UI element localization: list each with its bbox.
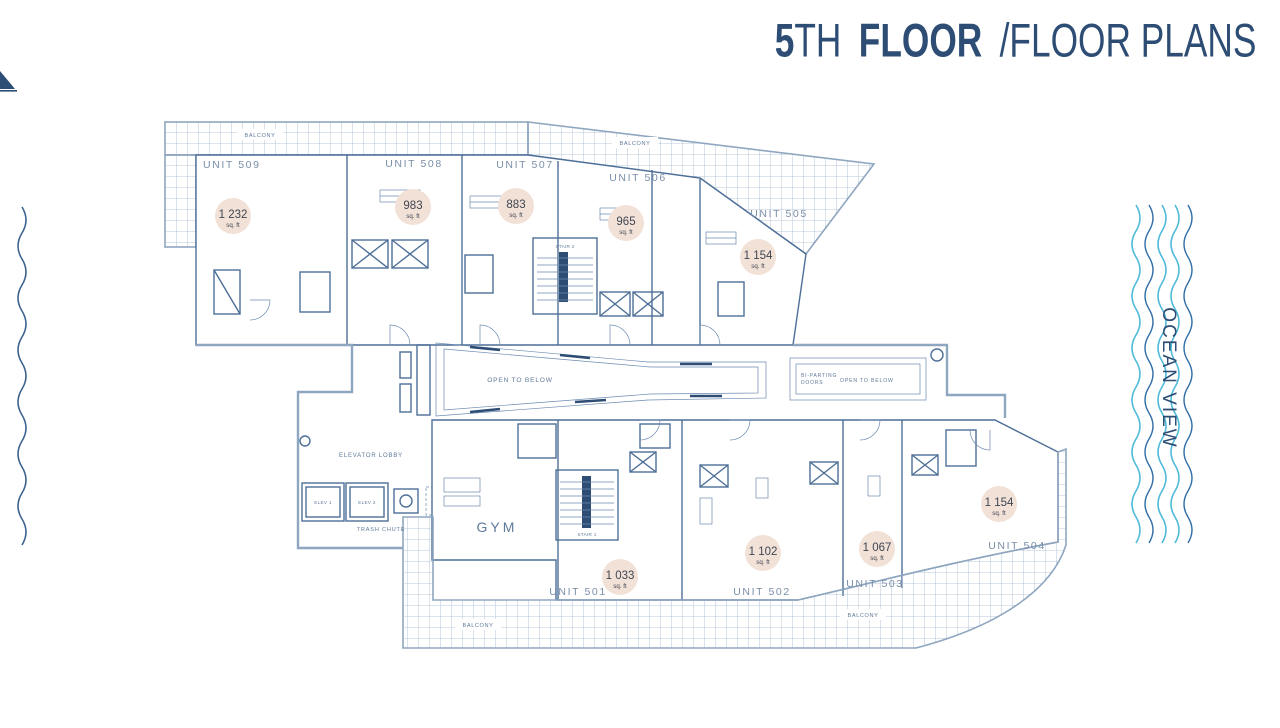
unit-501-sqft: sq. ft xyxy=(613,583,627,590)
lower-balcony xyxy=(402,447,1067,649)
unit-507-area: 883 xyxy=(506,199,525,211)
stair-1-label: STAIR 1 xyxy=(577,532,596,537)
unit-509-label: UNIT 509 xyxy=(203,159,261,171)
lower-wing xyxy=(431,419,1059,601)
unit-503-area: 1 067 xyxy=(863,542,892,554)
unit-508-sqft: sq. ft xyxy=(406,213,420,220)
bi-parting-label-line2: DOORS xyxy=(801,380,823,386)
page-title: 5TH FLOOR /FLOOR PLANS xyxy=(774,13,1256,67)
ocean-view-waves xyxy=(1131,204,1193,544)
balcony-label-top-left: BALCONY xyxy=(245,133,276,139)
unit-507-sqft: sq. ft xyxy=(509,212,523,219)
gym-label: GYM xyxy=(477,519,518,535)
unit-505-hotspot[interactable]: 1 154 sq. ft xyxy=(740,239,776,275)
unit-501-area: 1 033 xyxy=(606,570,635,582)
title-rest: /FLOOR PLANS xyxy=(999,13,1256,67)
left-wave-decor xyxy=(17,206,27,546)
unit-503-sqft: sq. ft xyxy=(870,555,884,562)
unit-501-hotspot[interactable]: 1 033 sq. ft xyxy=(602,559,638,595)
unit-502-sqft: sq. ft xyxy=(756,559,770,566)
open-to-below-small-label: OPEN TO BELOW xyxy=(840,378,894,384)
unit-509-hotspot[interactable]: 1 232 sq. ft xyxy=(215,198,251,234)
unit-505-sqft: sq. ft xyxy=(751,263,765,270)
open-to-below-label: OPEN TO BELOW xyxy=(487,377,552,384)
unit-507-label: UNIT 507 xyxy=(496,159,554,171)
trash-chute-label: TRASH CHUTE xyxy=(357,527,406,533)
unit-502-area: 1 102 xyxy=(749,546,778,558)
unit-506-hotspot[interactable]: 965 sq. ft xyxy=(608,205,644,241)
unit-508-label: UNIT 508 xyxy=(385,158,443,170)
unit-505-label: UNIT 505 xyxy=(750,208,808,220)
unit-509-area: 1 232 xyxy=(219,209,248,221)
unit-505-area: 1 154 xyxy=(744,250,773,262)
unit-504-sqft: sq. ft xyxy=(992,510,1006,517)
stair-2-label: STAIR 2 xyxy=(555,244,574,249)
elev-2-label: ELEV 2 xyxy=(358,500,376,505)
unit-507-hotspot[interactable]: 883 sq. ft xyxy=(498,188,534,224)
core-labels: OPEN TO BELOW BI-PARTING DOORS OPEN TO B… xyxy=(314,244,893,537)
unit-504-hotspot[interactable]: 1 154 sq. ft xyxy=(981,486,1017,522)
unit-506-sqft: sq. ft xyxy=(619,229,633,236)
unit-503-hotspot[interactable]: 1 067 sq. ft xyxy=(859,531,895,567)
balcony-label-bottom-center: BALCONY xyxy=(463,623,494,629)
elev-1-label: ELEV 1 xyxy=(314,500,332,505)
unit-501-label: UNIT 501 xyxy=(549,586,607,598)
unit-508-hotspot[interactable]: 983 sq. ft xyxy=(395,189,431,225)
ocean-view-label: OCEAN VIEW xyxy=(1158,307,1179,448)
elevator-lobby-label: ELEVATOR LOBBY xyxy=(339,453,403,459)
logo-fragment xyxy=(0,71,17,92)
upper-balcony xyxy=(164,121,876,256)
bi-parting-label-line1: BI-PARTING xyxy=(801,373,837,379)
unit-506-label: UNIT 506 xyxy=(609,172,667,184)
middle-core xyxy=(196,342,1007,550)
balcony-labels: BALCONY BALCONY BALCONY BALCONY xyxy=(237,129,886,630)
title-floor-suffix: TH xyxy=(793,13,841,67)
unit-503-label: UNIT 503 xyxy=(846,578,904,590)
unit-504-area: 1 154 xyxy=(985,497,1014,509)
title-floor-word: FLOOR xyxy=(858,13,982,67)
balcony-label-bottom-right: BALCONY xyxy=(848,613,879,619)
title-floor-number: 5 xyxy=(774,13,794,67)
unit-labels: UNIT 509 UNIT 508 UNIT 507 UNIT 506 UNIT… xyxy=(203,158,1046,598)
balcony-label-top-right: BALCONY xyxy=(620,141,651,147)
unit-506-area: 965 xyxy=(616,216,635,228)
unit-502-hotspot[interactable]: 1 102 sq. ft xyxy=(745,535,781,571)
unit-502-label: UNIT 502 xyxy=(733,586,791,598)
unit-504-label: UNIT 504 xyxy=(988,540,1046,552)
unit-area-circles: 1 232 sq. ft 983 sq. ft 883 sq. ft 965 s… xyxy=(215,188,1017,595)
unit-508-area: 983 xyxy=(403,200,422,212)
unit-509-sqft: sq. ft xyxy=(226,222,240,229)
